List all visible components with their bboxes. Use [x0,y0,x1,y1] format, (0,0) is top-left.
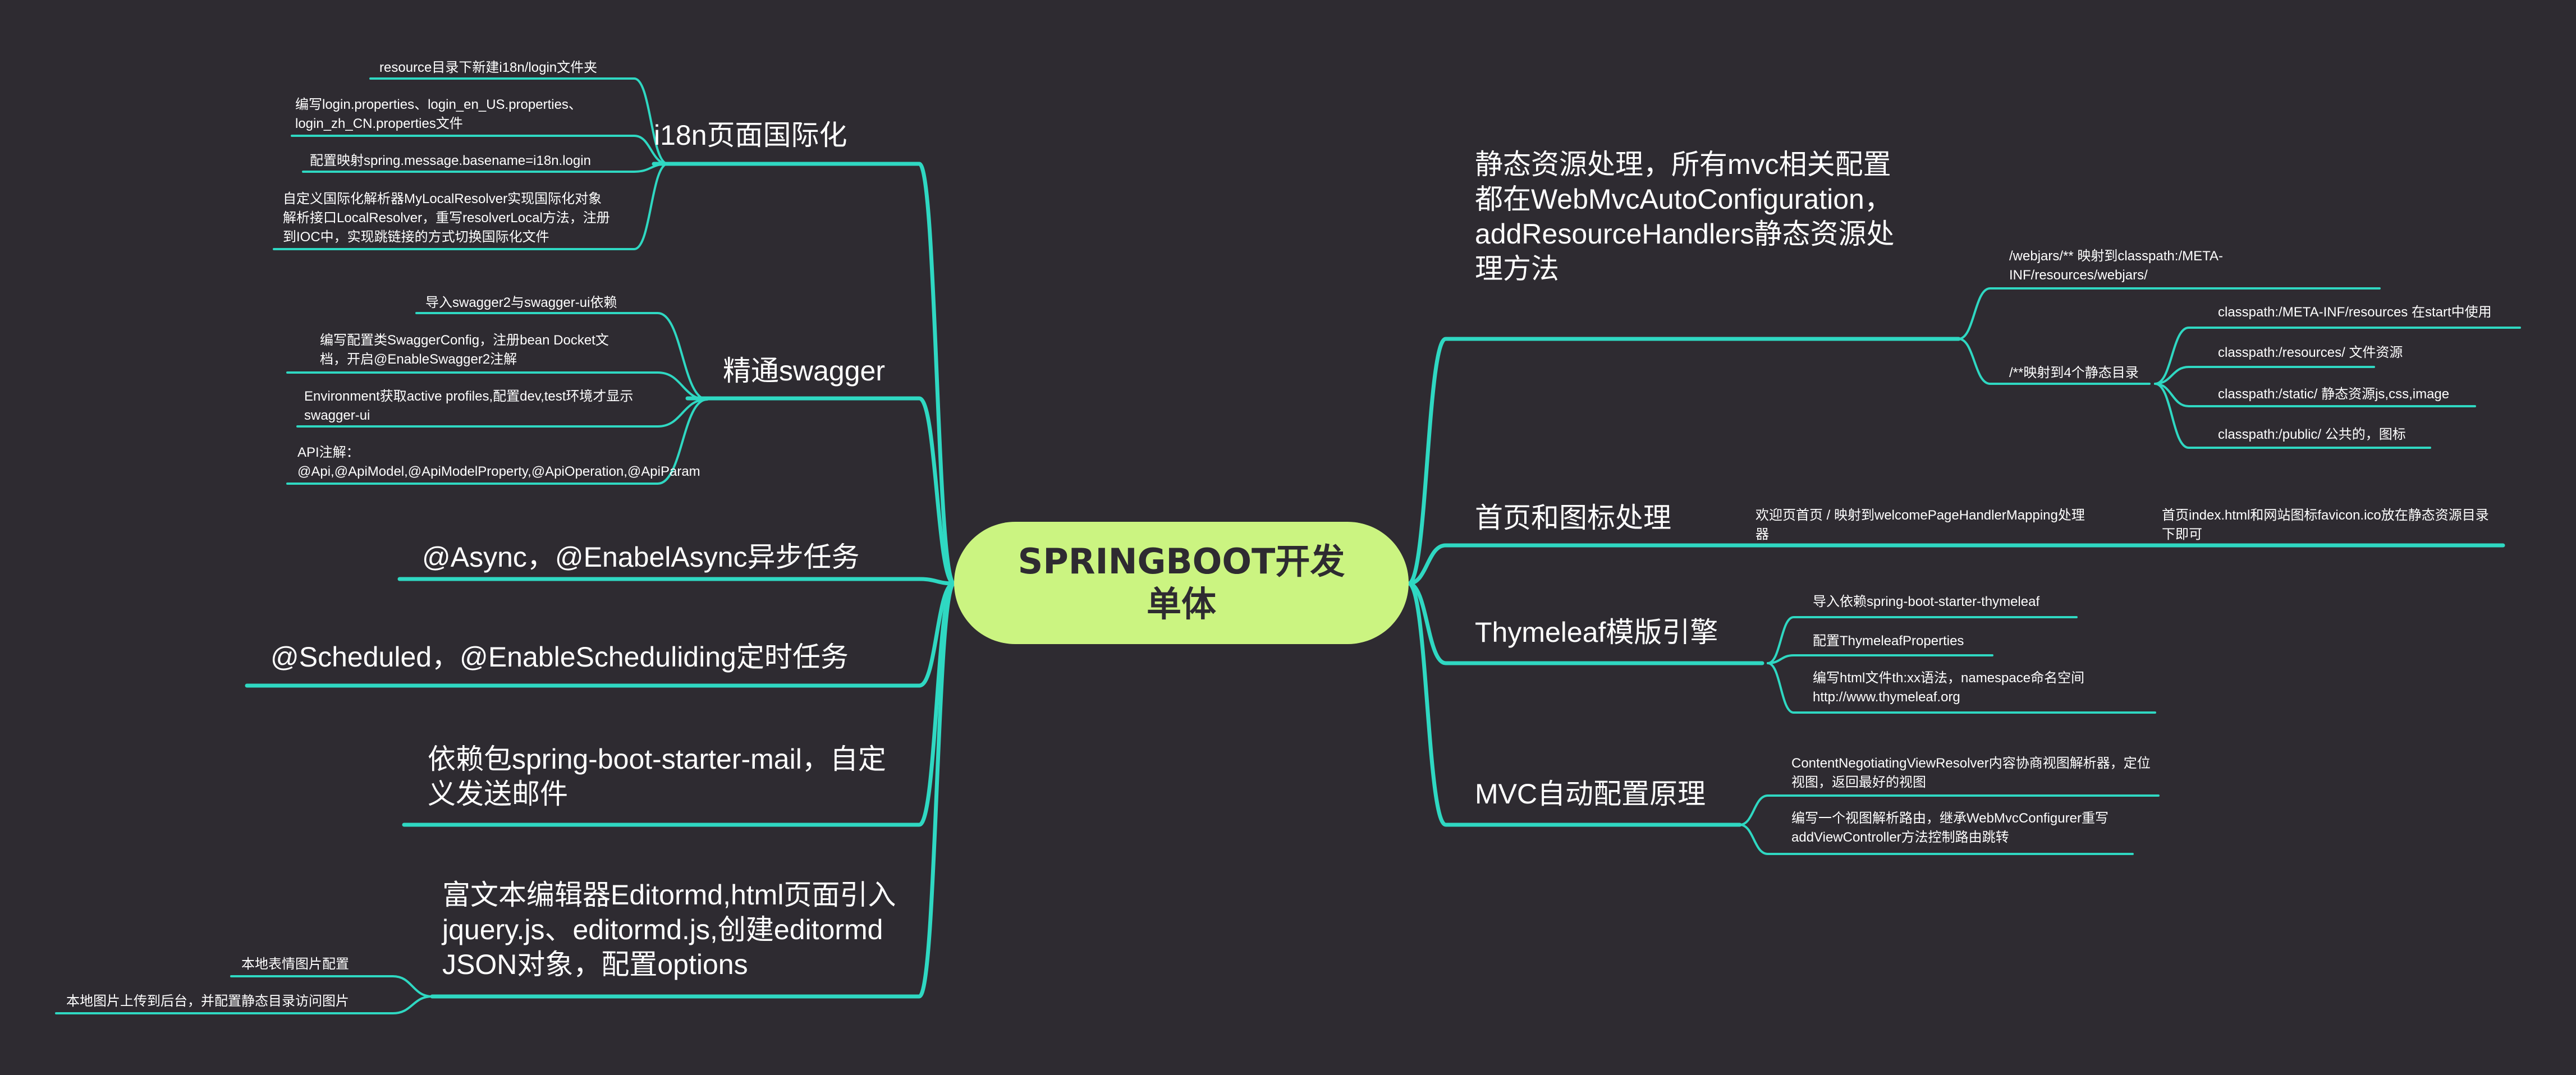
link-root-mvc [1406,581,1742,827]
link-editor-1 [55,995,433,1014]
thymeleaf-item-deps[interactable]: 导入依赖spring-boot-starter-thymeleaf [1813,594,2040,609]
branch-mail[interactable]: 依赖包spring-boot-starter-mail，自定义发送邮件 [428,743,886,810]
static-dir-public[interactable]: classpath:/public/ 公共的，图标 [2218,427,2406,442]
static-item-webjars[interactable]: /webjars/** 映射到classpath:/META-INF/resou… [2009,249,2223,283]
link-root-i18n [652,162,956,586]
swagger-item-environment[interactable]: Environment获取active profiles,配置dev,test环… [304,389,634,423]
thymeleaf-item-properties[interactable]: 配置ThymeleafProperties [1813,633,1964,649]
link-thymeleaf-0 [1767,616,2078,664]
link-swagger-0 [415,312,708,401]
branch-mvc[interactable]: MVC自动配置原理 [1475,778,1706,810]
link-swagger-1 [286,371,708,401]
i18n-item-new-folder[interactable]: resource目录下新建i18n/login文件夹 [379,60,598,75]
static-dir-resources[interactable]: classpath:/resources/ 文件资源 [2218,345,2403,360]
link-dir-1 [2154,366,2375,385]
link-swagger-3 [286,398,708,485]
link-thymeleaf-1 [1767,654,1993,664]
link-root-thymeleaf [1406,581,1764,665]
link-i18n-0 [369,77,669,165]
swagger-item-config[interactable]: 编写配置类SwaggerConfig，注册bean Docket文档，开启@En… [320,333,609,367]
root-node[interactable]: SPRINGBOOT开发单体 [954,522,1409,644]
link-i18n-2 [302,163,669,173]
link-i18n-1 [291,135,669,165]
branch-swagger[interactable]: 精通swagger [723,355,885,387]
link-thymeleaf-2 [1767,662,2156,714]
link-editor-0 [230,975,433,998]
mvc-item-view-controller[interactable]: 编写一个视图解析路由，继承WebMvcConfigurer重写addViewCo… [1791,811,2109,845]
link-mvc-1 [1739,824,2134,855]
static-dir-meta-inf[interactable]: classpath:/META-INF/resources 在start中使用 [2218,305,2492,320]
swagger-item-deps[interactable]: 导入swagger2与swagger-ui依赖 [425,295,617,310]
i18n-item-properties[interactable]: 编写login.properties、login_en_US.propertie… [295,97,582,131]
link-static-dirs [1958,338,2151,385]
branch-thymeleaf[interactable]: Thymeleaf模版引擎 [1475,617,1718,648]
swagger-item-annotations[interactable]: API注解：@Api,@ApiModel,@ApiModelProperty,@… [297,445,700,479]
i18n-item-basename[interactable]: 配置映射spring.message.basename=i18n.login [310,153,591,168]
branch-scheduled[interactable]: @Scheduled，@EnableScheduliding定时任务 [271,641,849,673]
editor-item-emoji[interactable]: 本地表情图片配置 [241,957,349,972]
link-dir-0 [2154,327,2521,385]
branch-home-icon[interactable]: 首页和图标处理 [1475,502,1671,534]
link-root-static [1406,337,1961,586]
link-root-swagger [685,396,956,586]
link-i18n-3 [273,163,669,250]
mvc-item-content-negotiating[interactable]: ContentNegotiatingViewResolver内容协商视图解析器，… [1791,756,2151,790]
branch-i18n[interactable]: i18n页面国际化 [654,120,847,151]
i18n-item-resolver[interactable]: 自定义国际化解析器MyLocalResolver实现国际化对象解析接口Local… [283,191,610,245]
link-mvc-0 [1739,794,2160,826]
link-root-home [1406,543,2505,586]
editor-item-upload[interactable]: 本地图片上传到后台，并配置静态目录访问图片 [66,994,349,1009]
home-item-index[interactable]: 首页index.html和网站图标favicon.ico放在静态资源目录下即可 [2162,508,2489,542]
link-root-async [397,577,956,586]
branch-async[interactable]: @Async，@EnabelAsync异步任务 [422,541,860,573]
static-dir-static[interactable]: classpath:/static/ 静态资源js,css,image [2218,387,2450,402]
link-static-webjars [1958,287,2381,340]
branch-editor[interactable]: 富文本编辑器Editormd,html页面引入jquery.js、editorm… [442,879,896,980]
link-swagger-2 [296,398,708,428]
link-root-editor [430,581,956,999]
link-dir-3 [2154,383,2431,449]
branch-static-resources[interactable]: 静态资源处理，所有mvc相关配置都在WebMvcAutoConfiguratio… [1475,149,1895,284]
home-item-mapping[interactable]: 欢迎页首页 / 映射到welcomePageHandlerMapping处理器 [1755,508,2085,542]
static-item-four-dirs[interactable]: /**映射到4个静态目录 [2009,365,2139,380]
root-label: SPRINGBOOT开发单体 [1017,541,1345,624]
thymeleaf-item-syntax[interactable]: 编写html文件th:xx语法，namespace命名空间http://www.… [1813,670,2085,705]
